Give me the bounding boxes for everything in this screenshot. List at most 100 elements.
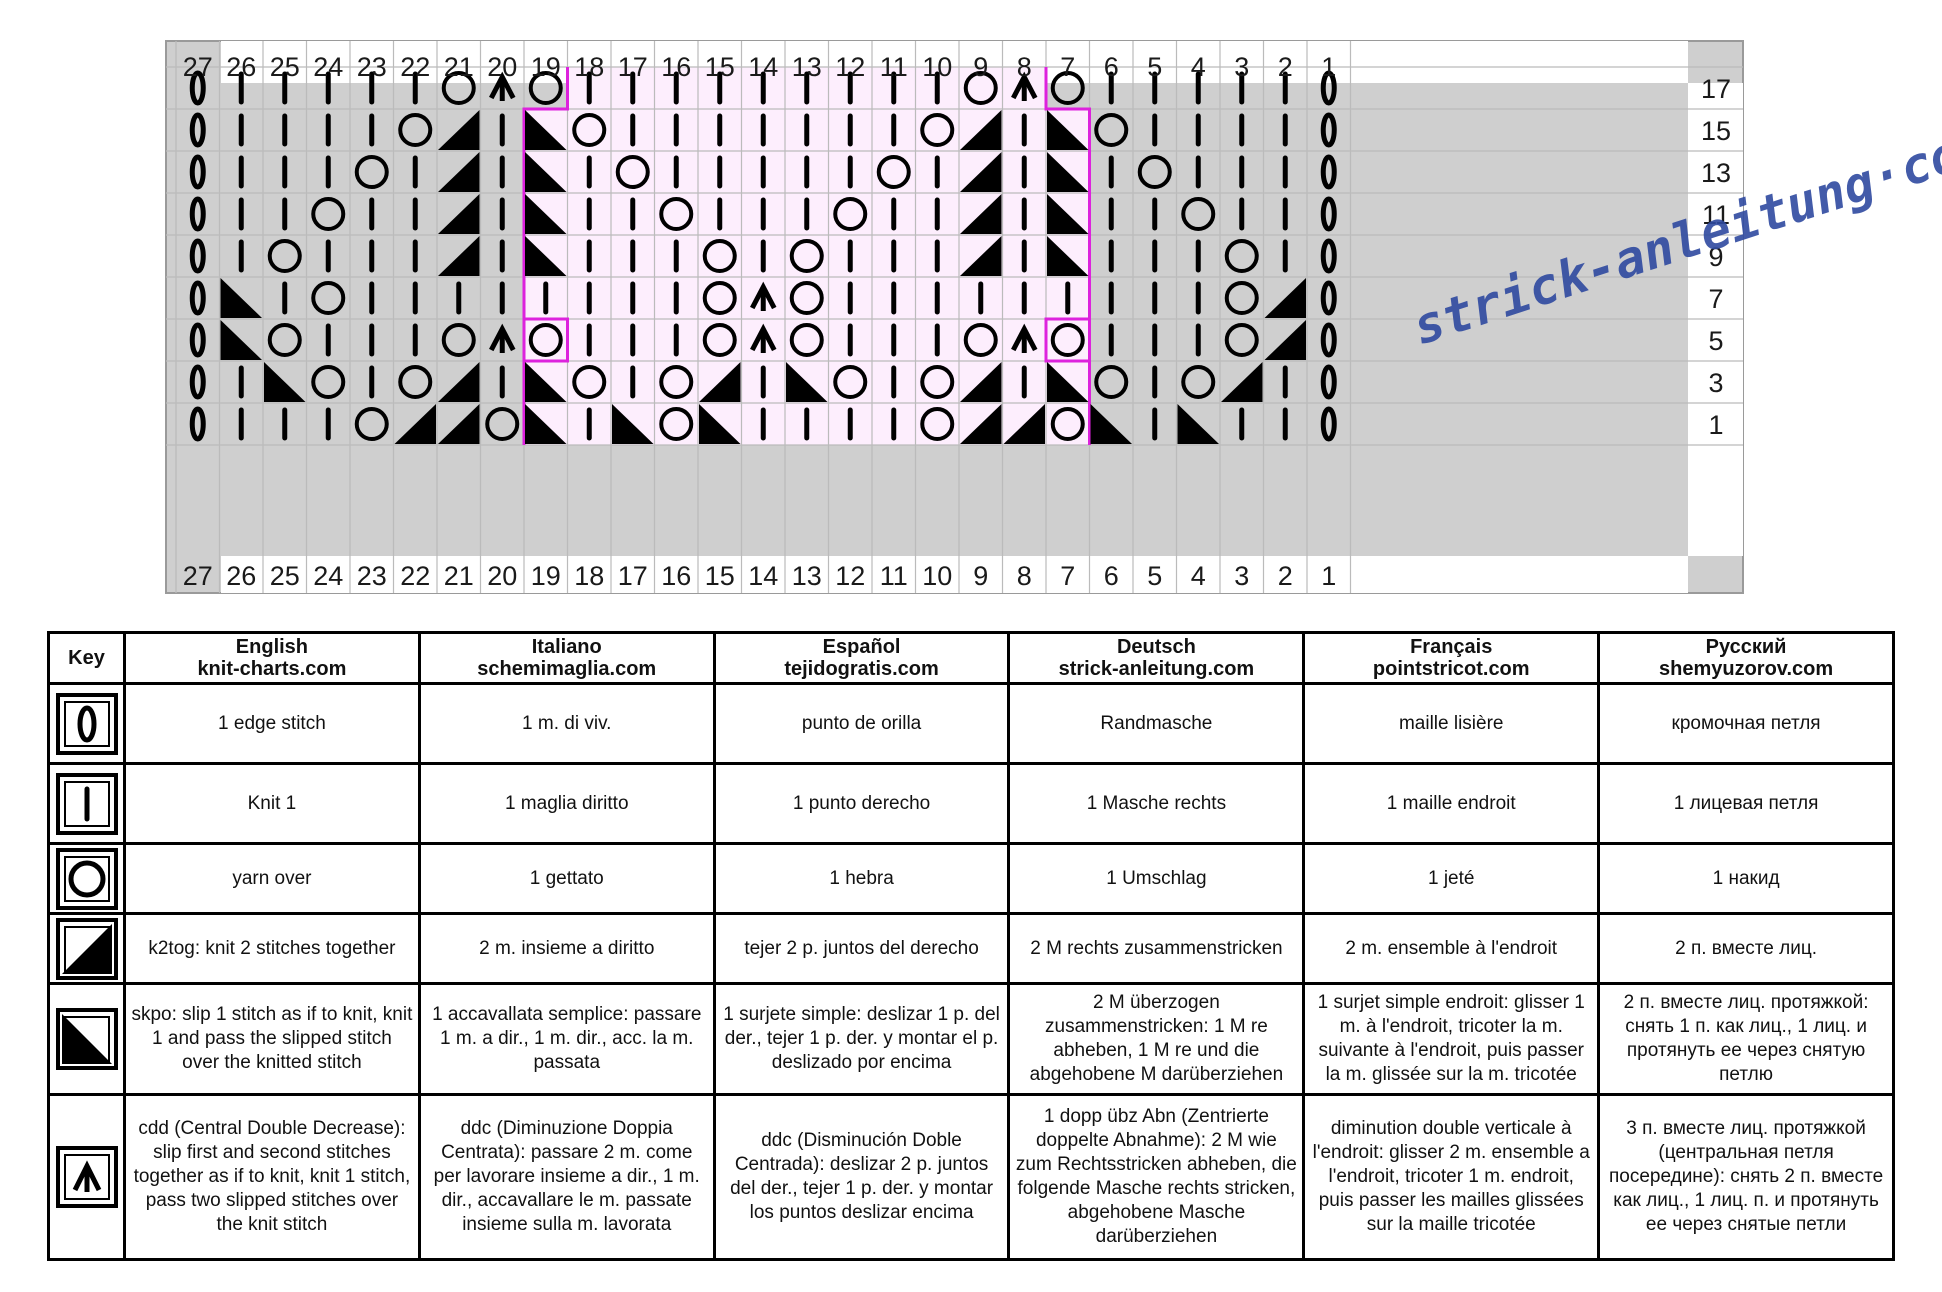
key-cell: 1 m. di viv. [417,681,716,766]
yarn-over-icon [1224,281,1259,315]
key-symbol-cell [47,982,126,1096]
row-number: 5 [1708,326,1723,356]
key-cell: Randmasche [1007,681,1306,766]
k2tog-icon [438,362,480,402]
row-number: 17 [1701,74,1731,104]
column-number-top: 14 [748,52,778,82]
column-number-top: 24 [313,52,343,82]
column-number-top: 9 [973,52,988,82]
yarn-over-icon [1181,365,1216,399]
edge-stitch-icon [1320,238,1337,274]
k2tog-icon [55,917,118,980]
edge-stitch-icon [1320,154,1337,190]
key-symbol-cell [47,762,126,846]
k2tog-icon [960,362,1002,402]
key-cell: 1 gettato [417,842,716,916]
key-cell: 1 Umschlag [1007,842,1306,916]
yarn-over-icon [311,197,346,231]
k2tog-icon [960,110,1002,150]
column-number-top: 19 [531,52,561,82]
yarn-over-icon [1094,365,1129,399]
column-number-bottom: 2 [1278,561,1293,591]
yarn-over-icon [441,71,476,105]
key-cell: 2 п. вместе лиц. [1597,912,1895,986]
column-number-top: 26 [226,52,256,82]
skpo-icon [525,236,567,276]
yarn-over-icon [702,239,737,273]
column-number-bottom: 11 [880,561,908,591]
skpo-icon [1090,404,1132,444]
skpo-icon [1047,236,1089,276]
key-cell: 3 п. вместе лиц. протяжкой (центральная … [1597,1092,1895,1262]
column-number-bottom: 5 [1147,561,1162,591]
column-number-top: 25 [270,52,300,82]
yarn-over-icon [789,239,824,273]
k2tog-icon [438,194,480,234]
edge-stitch-icon [1320,406,1337,442]
skpo-icon [264,362,306,402]
chart-symbols [189,70,1337,444]
column-number-bottom: 19 [531,561,561,591]
column-number-bottom: 14 [748,561,778,591]
row-number: 1 [1708,410,1723,440]
k2tog-icon [1264,278,1306,318]
key-row-yarn-over: yarn over 1 gettato 1 hebra 1 Umschlag 1… [47,842,1895,916]
skpo-icon [699,404,741,444]
yarn-over-icon [267,239,302,273]
column-number-bottom: 26 [226,561,256,591]
yarn-over-icon [528,71,563,105]
key-symbol-cell [47,842,126,916]
skpo-icon [525,404,567,444]
column-number-top: 21 [444,52,474,82]
key-cell: 2 M überzogen zusammenstricken: 1 M re a… [1007,982,1306,1096]
column-number-bottom: 20 [487,561,517,591]
key-cell: ddc (Disminución Doble Centrada): desliz… [712,1092,1011,1262]
yarn-over-icon [963,71,998,105]
yarn-over-icon [659,197,694,231]
yarn-over-icon [1224,239,1259,273]
yarn-over-icon [1137,155,1172,189]
column-number-bottom: 6 [1104,561,1119,591]
key-cell: k2tog: knit 2 stitches together [123,912,421,986]
repeat-border-right [1044,67,1091,445]
edge-stitch-icon [189,154,206,190]
edge-stitch-icon [55,692,118,755]
yarn-over-icon [572,365,607,399]
skpo-icon [612,404,654,444]
edge-stitch-icon [189,322,206,358]
column-number-bottom: 21 [444,561,474,591]
column-number-bottom: 27 [183,561,213,591]
row-number: 7 [1708,284,1723,314]
k2tog-icon [1264,320,1306,360]
key-cell: 1 punto derecho [712,762,1011,846]
yarn-over-icon [398,113,433,147]
skpo-icon [1047,152,1089,192]
yarn-over-icon [789,281,824,315]
row-number: 15 [1701,116,1731,146]
key-cell: 1 jeté [1302,842,1601,916]
column-number-bottom: 10 [922,561,952,591]
row-number: 9 [1708,242,1723,272]
yarn-over-icon [963,323,998,357]
k2tog-icon [699,362,741,402]
column-number-top: 5 [1147,52,1162,82]
column-number-bottom: 1 [1321,561,1336,591]
key-row-skpo: skpo: slip 1 stitch as if to knit, knit … [47,982,1895,1096]
column-number-bottom: 12 [835,561,865,591]
key-row-knit: Knit 1 1 maglia diritto 1 punto derecho … [47,762,1895,846]
key-row-k2tog: k2tog: knit 2 stitches together 2 m. ins… [47,912,1895,986]
k2tog-icon [438,404,480,444]
yarn-over-icon [1050,323,1085,357]
yarn-over-icon [833,197,868,231]
yarn-over-icon [659,365,694,399]
yarn-over-icon [920,407,955,441]
row-number: 11 [1702,200,1730,230]
k2tog-icon [394,404,436,444]
yarn-over-icon [398,365,433,399]
yarn-over-icon [55,847,118,910]
